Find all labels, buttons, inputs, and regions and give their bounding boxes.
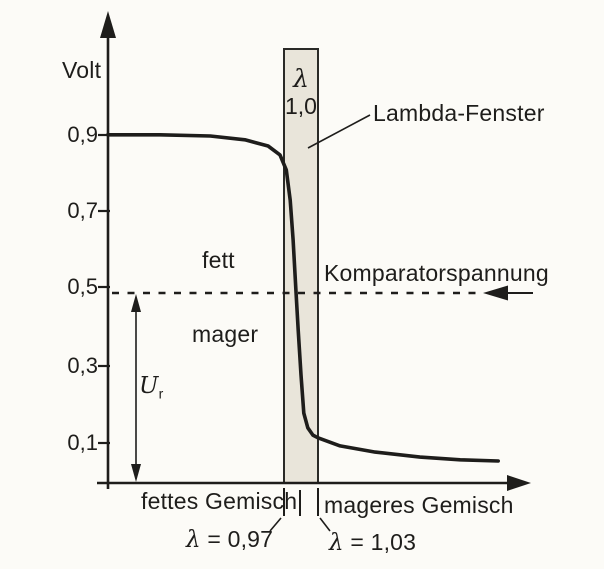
lambda-right-eq: = 1,03	[343, 529, 417, 555]
y-tick-label-0-9: 0,9	[67, 122, 98, 147]
lambda-window-band	[284, 48, 318, 483]
y-tick-label-0-7: 0,7	[67, 198, 98, 223]
y-tick-label-0-1: 0,1	[67, 430, 98, 455]
x-rich-label: fettes Gemisch	[141, 488, 298, 514]
lambda-left-leader-line	[269, 517, 282, 532]
x-lean-label: mageres Gemisch	[324, 492, 514, 518]
lambda-left-eq: = 0,97	[200, 526, 274, 552]
y-axis-arrowhead	[100, 11, 116, 38]
lambda-left-symbol: λ	[186, 527, 201, 553]
ur-base: U	[139, 373, 159, 399]
ur-label: Ur	[139, 374, 163, 401]
comparator-label: Komparatorspannung	[324, 260, 549, 286]
y-axis-unit-label: Volt	[62, 57, 102, 83]
x-axis-arrowhead	[507, 475, 531, 491]
comparator-left-arrowhead	[483, 285, 508, 301]
ur-arrowhead-up	[131, 294, 141, 312]
ur-subscript: r	[158, 385, 164, 402]
ur-arrowhead-down	[131, 464, 141, 482]
y-tick-label-0-5: 0,5	[67, 274, 98, 299]
sensor-voltage-curve	[106, 133, 501, 463]
lambda-window-band-border	[283, 48, 319, 483]
lambda-window-leader-line	[307, 114, 371, 149]
band-lambda-value: 1,0	[285, 93, 317, 119]
lambda-left-value-label: λ = 0,97	[186, 527, 273, 552]
lean-region-label: mager	[192, 321, 259, 347]
lambda-right-leader-line	[319, 517, 331, 532]
band-lambda-symbol: λ	[293, 64, 309, 93]
lambda-window-label: Lambda-Fenster	[373, 100, 545, 126]
y-tick-label-0-3: 0,3	[67, 353, 98, 378]
lambda-right-symbol: λ	[329, 530, 344, 556]
lambda-right-value-label: λ = 1,03	[329, 530, 416, 555]
rich-region-label: fett	[202, 247, 235, 273]
